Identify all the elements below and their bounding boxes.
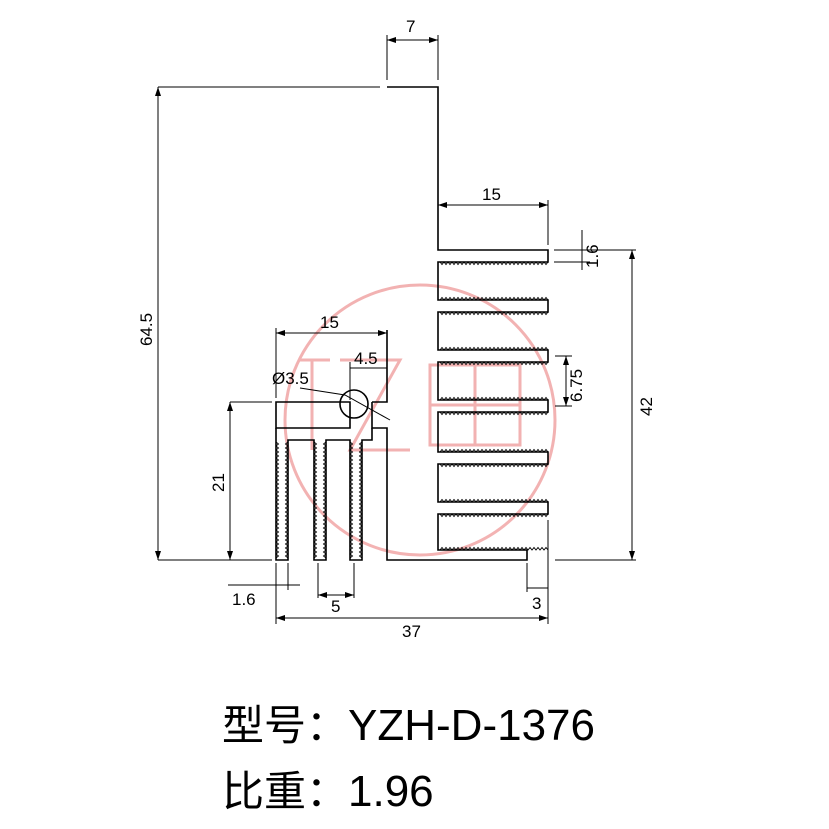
dim-hole-diameter: Ø3.5: [272, 369, 309, 388]
dim-overall-height: 64.5: [137, 313, 156, 346]
dim-left-offset: 15: [320, 313, 339, 332]
fin-serrations: [275, 261, 549, 559]
model-caption: 型号：YZH-D-1376: [222, 692, 595, 753]
left-block: [275, 401, 351, 429]
main-stem: [371, 86, 549, 561]
dimension-arrows: [155, 37, 635, 621]
left-fins: [275, 428, 373, 561]
dim-fin-block-height: 42: [637, 397, 656, 416]
specific-gravity-caption: 比重：1.96: [222, 758, 434, 819]
dimension-labels: 7 64.5 15 1.6 6.75 42 15 4.5 Ø3.5 21 1.6…: [137, 17, 656, 641]
dim-fin-pitch: 6.75: [567, 369, 586, 402]
heatsink-outline: [275, 86, 549, 561]
specific-gravity-value: 1.96: [348, 767, 434, 816]
dim-left-fin-gap: 5: [331, 597, 340, 616]
dim-top-width: 7: [406, 17, 415, 36]
model-value: YZH-D-1376: [348, 701, 595, 750]
dim-bottom-lip: 3: [532, 594, 541, 613]
left-arm: [372, 330, 388, 403]
dimension-lines: [157, 35, 636, 624]
model-label: 型号：: [222, 701, 349, 750]
mounting-hole: [339, 389, 369, 419]
dim-slot-width: 4.5: [354, 349, 378, 368]
dim-overall-width: 37: [402, 622, 421, 641]
dim-left-fin-height: 21: [209, 473, 228, 492]
dim-right-fin-length: 15: [482, 185, 501, 204]
dim-left-fin-thickness: 1.6: [232, 590, 256, 609]
dim-fin-thickness: 1.6: [583, 244, 602, 268]
specific-gravity-label: 比重：: [222, 767, 349, 816]
